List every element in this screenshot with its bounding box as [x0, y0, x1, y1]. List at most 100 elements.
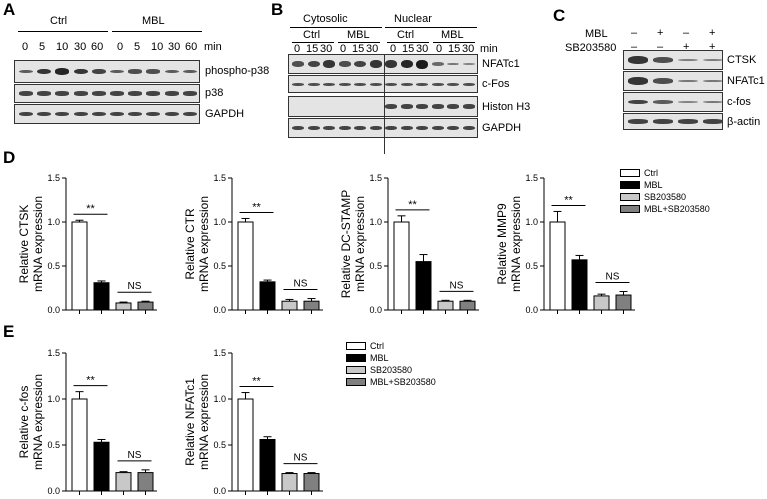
blot-band [128, 91, 143, 96]
legend-e: Ctrl MBL SB203580 MBL+SB203580 [346, 340, 436, 388]
b-time-label: 0 [436, 43, 443, 55]
a-mbl-underline [112, 31, 202, 32]
sig-label: ** [86, 375, 95, 387]
blot-band [628, 119, 648, 124]
c-cond-mbl: MBL [585, 28, 608, 40]
b-time-label: 30 [320, 43, 333, 55]
b-cytosolic-underline [290, 27, 382, 28]
bar [137, 472, 154, 492]
legend-e-item-sb: SB203580 [346, 364, 436, 376]
legend-e-item-mbl: MBL [346, 352, 436, 364]
bar [115, 472, 132, 492]
b-underline-1 [292, 42, 334, 43]
blot-band [164, 91, 179, 96]
a-time-label: 5 [39, 41, 46, 53]
y-axis-label-line2: mRNA expression [197, 196, 211, 292]
c-blot-c-fos [623, 92, 723, 112]
blot-band [37, 111, 52, 117]
blot-band [55, 68, 70, 75]
legend-swatch-ctrl [620, 169, 640, 177]
ns-label: NS [128, 281, 142, 292]
y-tick-label: 1.0 [213, 217, 226, 227]
ns-label: NS [450, 280, 464, 291]
blot-band [146, 111, 161, 117]
y-axis-label-line2: mRNA expression [509, 196, 523, 292]
b-fraction-cytosolic: Cytosolic [303, 13, 348, 25]
blot-band [146, 69, 161, 74]
legend-swatch-mbl-sb [620, 205, 640, 213]
y-axis-label-line2: mRNA expression [31, 196, 45, 292]
bar [415, 261, 432, 311]
a-row-phospho-p38: phospho-p38 [205, 65, 270, 77]
sig-label: ** [86, 203, 95, 215]
b-underline-3 [387, 42, 429, 43]
blot-band [73, 68, 88, 75]
blot-band [400, 125, 413, 131]
a-blot-gapdh [14, 104, 200, 124]
y-tick-label: 0.0 [213, 305, 226, 315]
blot-band [19, 111, 33, 117]
y-tick-label: 0.0 [47, 486, 60, 496]
blot-band [323, 125, 335, 131]
bar [281, 473, 298, 492]
b-blot-c-fos [288, 75, 478, 93]
bar [71, 221, 88, 311]
y-tick-label: 1.5 [47, 348, 60, 358]
a-time-label: 30 [168, 41, 181, 53]
bar [259, 438, 276, 492]
blot-band [447, 82, 459, 86]
b-row-c-fos: c-Fos [482, 78, 510, 90]
b-time-label: 0 [294, 43, 301, 55]
y-axis-label: Relative NFATc1 [183, 378, 197, 466]
bar [571, 259, 588, 311]
blot-band [354, 125, 366, 131]
blot-band [369, 60, 382, 68]
c-cond-sb203580: SB203580 [565, 42, 617, 54]
blot-band [400, 82, 413, 86]
blot-band [292, 82, 304, 86]
c-row-ctsk: CTSK [727, 54, 757, 66]
blot-band [292, 61, 304, 67]
legend-e-swatch-mbl-sb [346, 378, 366, 386]
b-group-ctrl-2: Ctrl [397, 29, 415, 41]
blot-band [369, 125, 382, 131]
y-tick-label: 1.0 [47, 217, 60, 227]
legend-label-mbl-sb: MBL+SB203580 [644, 204, 710, 214]
y-tick-label: 0.5 [47, 440, 60, 450]
a-group-mbl: MBL [142, 15, 165, 27]
blot-band [431, 62, 444, 66]
bar [459, 300, 476, 311]
blot-band [447, 62, 459, 66]
legend-e-label-mbl-sb: MBL+SB203580 [370, 377, 436, 387]
blot-band [628, 56, 648, 64]
y-tick-label: 1.0 [47, 394, 60, 404]
a-ctrl-underline [18, 31, 108, 32]
b-row-histon-h3: Histon H3 [482, 101, 531, 113]
legend-e-item-mbl-sb: MBL+SB203580 [346, 376, 436, 388]
blot-band [128, 111, 143, 117]
blot-band [678, 58, 698, 62]
c-blot-ctsk [623, 50, 723, 70]
b-blot-gapdh [288, 118, 478, 138]
blot-band [653, 100, 673, 104]
y-tick-label: 1.5 [213, 173, 226, 183]
legend-d: Ctrl MBL SB203580 MBL+SB203580 [620, 167, 710, 215]
ns-label: NS [606, 272, 620, 283]
c-sign: – [631, 27, 638, 39]
y-tick-label: 1.5 [525, 173, 538, 183]
bar [303, 473, 320, 492]
blot-band [703, 79, 722, 83]
legend-item-sb: SB203580 [620, 191, 710, 203]
bar [93, 282, 110, 311]
blot-band [91, 69, 106, 74]
a-time-label: 60 [91, 41, 104, 53]
blot-band [338, 82, 351, 86]
panel-label-c: C [553, 6, 566, 25]
blot-band [628, 77, 648, 85]
y-axis-label: Relative CTSK [17, 205, 31, 284]
blot-band [182, 91, 197, 96]
c-row-beta-actin: β-actin [727, 116, 761, 128]
c-sign: – [683, 27, 690, 39]
a-time-label: 5 [134, 41, 141, 53]
